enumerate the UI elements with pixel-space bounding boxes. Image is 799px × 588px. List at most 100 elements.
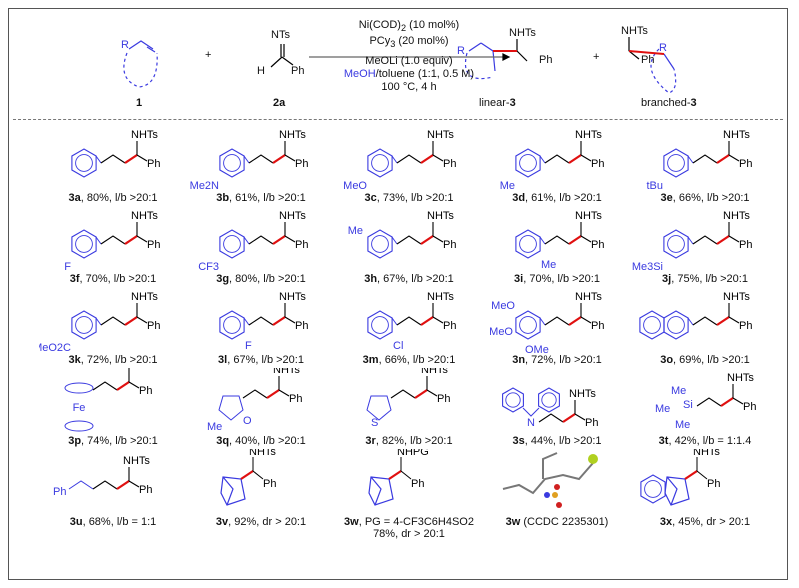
nhts-label: NHTs [621,25,648,37]
atom-label: NHTs [279,291,306,303]
yield-selectivity: , 66%, l/b >20:1 [378,354,456,366]
atom-label: MeO [489,326,513,338]
aromatic-circle [541,392,557,408]
compound-id: 3j [662,273,672,285]
label-number: 3 [690,97,697,109]
atom-label: NHTs [723,291,750,303]
atom-label: Ph [53,486,66,498]
compound-caption: 3c, 73%, l/b >20:1 [335,192,483,204]
linear-product-label: linear-3 [479,97,516,109]
atom-label: NHTs [249,449,276,458]
atom-label: Ph [585,417,598,429]
compound-id: 3o [660,354,674,366]
atom-label: Me [348,225,363,237]
compound-caption: 3l, 67%, l/b >20:1 [187,354,335,366]
atom-label: Ph [591,239,604,251]
aromatic-circle [223,154,241,172]
aromatic-circle [75,316,93,334]
r-group-label: R [659,42,667,54]
yield-selectivity: , 44%, l/b >20:1 [524,435,602,447]
atom-label: NHTs [427,129,454,141]
aromatic-circle [75,235,93,253]
atom-label: Ph [437,393,450,405]
aromatic-circle [519,235,537,253]
aromatic-circle [505,392,521,408]
atom-label: NHTs [273,368,300,376]
compound-caption: 3f, 70%, l/b >20:1 [39,273,187,285]
reactant-1-label: 1 [136,97,143,109]
compound-id: 3e [660,192,673,204]
atom-label: Me [207,421,222,433]
yield-selectivity-2: 78%, dr > 20:1 [373,528,445,540]
r-group-label: R [457,45,465,57]
plus-sign: + [205,49,212,61]
atom-label: Ph [295,320,308,332]
compound-id: 3r [365,435,376,447]
atom-label: NHTs [131,291,158,303]
atom-label: MeO [491,300,515,312]
aromatic-circle [667,235,685,253]
atom-label: Me [500,180,515,191]
compound-id: 3i [514,273,524,285]
ring [640,474,666,504]
atom-label: O [243,415,252,427]
reaction-equation-drawing [123,37,677,94]
compound-caption: 3i, 70%, l/b >20:1 [483,273,631,285]
compound-caption: 3m, 66%, l/b >20:1 [335,354,483,366]
yield-selectivity: , 80%, l/b >20:1 [229,273,306,285]
atom-label: Me [541,259,556,271]
yield-selectivity: , 82%, l/b >20:1 [375,435,453,447]
compound-id: 3w [505,516,521,528]
atom-label: Ph [739,320,752,332]
atom-label: S [371,417,378,429]
compound-id: 3s [512,435,525,447]
yield-selectivity: , 40%, l/b >20:1 [229,435,306,447]
ring [502,387,524,413]
compound-id: 3p [68,435,82,447]
atom-label: NHTs [421,368,448,376]
r-group-label: R [121,39,129,51]
h-label: H [257,65,265,77]
divider [13,119,783,120]
yield-selectivity: , 45%, dr > 20:1 [672,516,751,528]
compound-caption: 3p, 74%, l/b >20:1 [39,435,187,447]
aromatic-circle [519,154,537,172]
yield-selectivity: , 74%, l/b >20:1 [81,435,158,447]
ph-label: Ph [291,65,305,77]
atom-label: OMe [525,344,549,353]
nhts-label: NHTs [509,27,536,39]
label-text: branched- [641,97,691,109]
atom-label: NHTs [279,210,306,222]
atom-label: Ph [411,478,424,490]
compound-id: 3w [344,516,359,528]
atom-label: Me3Si [632,261,663,272]
atom-label: NHTs [131,210,158,222]
atom-label: Ph [443,320,456,332]
ring [538,387,560,413]
atom-label: NHTs [727,372,754,384]
yield-selectivity: , 75%, l/b >20:1 [671,273,748,285]
yield-selectivity: , 92%, dr > 20:1 [228,516,307,528]
aromatic-circle [371,316,389,334]
